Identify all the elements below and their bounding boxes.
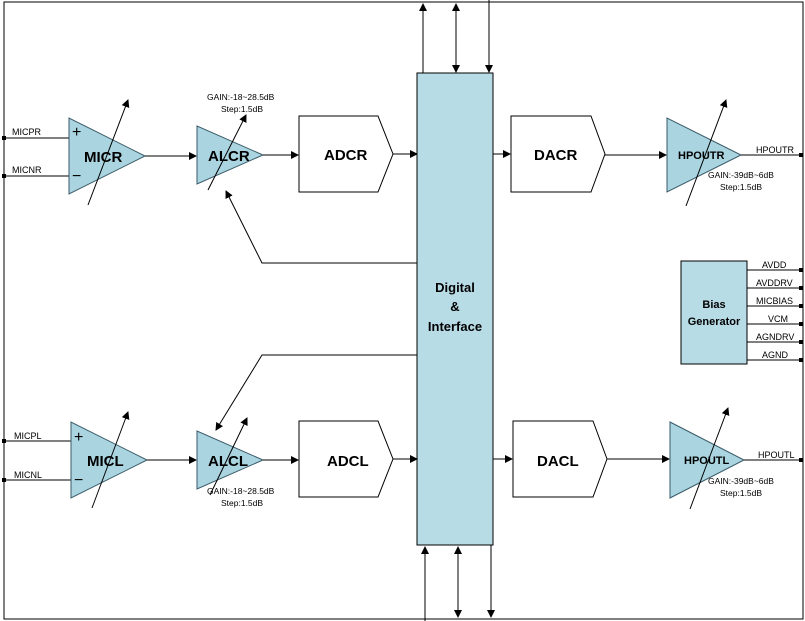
label-micbias: MICBIAS: [756, 296, 793, 306]
label-avddrv: AVDDRV: [756, 278, 793, 288]
dacl-block: DACL: [512, 420, 608, 498]
alcl-gain-note: GAIN:-18~28.5dB: [207, 486, 275, 496]
plus-sign: +: [72, 124, 81, 141]
hpoutl-gain-note: GAIN:-39dB~6dB: [708, 476, 774, 486]
minus-sign: −: [72, 168, 81, 185]
hpoutr-label: HPOUTR: [678, 150, 725, 162]
micr-amplifier: + − MICR: [68, 99, 147, 206]
bias-label: Bias: [702, 299, 725, 311]
digital-label: Digital: [435, 280, 475, 295]
generator-label: Generator: [688, 316, 741, 328]
label-agnd: AGND: [762, 350, 789, 360]
pin-hpoutr: [799, 153, 803, 157]
chip-border: [3, 1, 804, 620]
alcr-label: ALCR: [208, 148, 250, 165]
dacr-label: DACR: [534, 147, 577, 164]
bias-generator-block: Bias Generator: [680, 260, 748, 365]
hpoutl-step-note: Step:1.5dB: [720, 488, 762, 498]
label-vcm: VCM: [768, 314, 788, 324]
adcl-block: ADCL: [298, 420, 394, 498]
label-avdd: AVDD: [762, 260, 787, 270]
bias-outputs: AVDD AVDDRV MICBIAS VCM AGNDRV AGND: [747, 260, 803, 362]
adcr-label: ADCR: [324, 147, 367, 164]
hpoutr-amplifier: HPOUTR: [666, 99, 743, 207]
alcr-step-note: Step:1.5dB: [221, 104, 263, 114]
alcr-amplifier: ALCR: [196, 114, 265, 191]
hpoutl-amplifier: HPOUTL: [669, 407, 746, 510]
label-micpr: MICPR: [12, 127, 42, 137]
digital-interface-block: Digital & Interface: [416, 72, 494, 546]
hpoutl-label: HPOUTL: [684, 455, 730, 467]
adcr-block: ADCR: [298, 115, 394, 193]
hpoutr-gain-note: GAIN:-39dB~6dB: [708, 170, 774, 180]
label-micnr: MICNR: [12, 165, 42, 175]
dacr-block: DACR: [510, 115, 606, 193]
micl-label: MICL: [87, 453, 124, 470]
adcl-label: ADCL: [327, 453, 369, 470]
alcr-gain-note: GAIN:-18~28.5dB: [207, 92, 275, 102]
label-micpl: MICPL: [14, 431, 42, 441]
label-hpoutl: HPOUTL: [758, 450, 795, 460]
alcl-amplifier: ALCL: [196, 417, 265, 496]
alcl-label: ALCL: [208, 453, 248, 470]
micr-label: MICR: [84, 149, 122, 166]
hpoutr-step-note: Step:1.5dB: [720, 182, 762, 192]
micl-amplifier: + − MICL: [70, 411, 149, 509]
alcl-step-note: Step:1.5dB: [221, 498, 263, 508]
label-micnl: MICNL: [14, 470, 42, 480]
dacl-label: DACL: [537, 453, 579, 470]
ampersand-label: &: [450, 299, 459, 314]
label-hpoutr: HPOUTR: [756, 145, 795, 155]
pin-hpoutl: [799, 458, 803, 462]
minus-sign: −: [74, 472, 83, 489]
label-agndrv: AGNDRV: [756, 332, 794, 342]
plus-sign: +: [74, 429, 83, 446]
interface-label: Interface: [428, 319, 482, 334]
